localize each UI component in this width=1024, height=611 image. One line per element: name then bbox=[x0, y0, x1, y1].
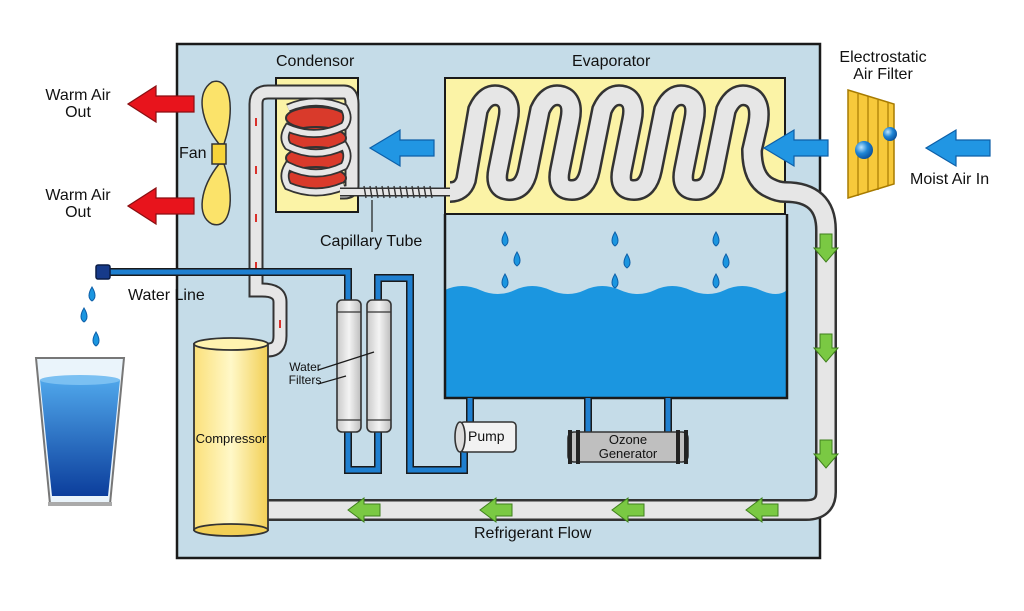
capillary-tube-label: Capillary Tube bbox=[320, 233, 423, 250]
air-filter-label-line2: Air Filter bbox=[853, 65, 913, 83]
moist-air-in-label: Moist Air In bbox=[910, 171, 990, 188]
air-filter-label-line1: Electrostatic bbox=[839, 49, 927, 66]
water-filters bbox=[317, 299, 392, 433]
ozone-generator-label: Ozone Generator bbox=[584, 433, 672, 460]
air-filter-label: Electrostatic Air Filter bbox=[828, 49, 938, 84]
water-filters-label-line1: Water bbox=[289, 360, 321, 374]
capillary-tube bbox=[340, 185, 450, 232]
air-arrow-to-condensor bbox=[368, 128, 435, 168]
pump bbox=[454, 421, 517, 453]
water-tank bbox=[443, 214, 789, 400]
condensor-label: Condensor bbox=[276, 53, 355, 70]
evaporator-label: Evaporator bbox=[572, 53, 651, 70]
warm-air-out-bottom-line1: Warm Air bbox=[45, 187, 111, 204]
ozone-generator bbox=[567, 430, 689, 464]
air-flow-arrows bbox=[368, 128, 991, 168]
pump-label: Pump bbox=[468, 428, 505, 444]
refrigerant-flow-arrows bbox=[347, 233, 840, 523]
water-filters-label-line2: Filters bbox=[288, 372, 322, 387]
air-arrow-to-evaporator bbox=[762, 128, 829, 168]
water-line-nozzle bbox=[95, 264, 111, 280]
evaporator-coil bbox=[449, 84, 786, 203]
electrostatic-air-filter bbox=[847, 88, 897, 200]
refrigerant-flow-label: Refrigerant Flow bbox=[474, 525, 592, 542]
fan bbox=[201, 80, 231, 226]
fan-label: Fan bbox=[179, 145, 207, 162]
warm-air-out-top-line2: Out bbox=[65, 103, 91, 121]
water-droplets-tank bbox=[501, 231, 730, 289]
water-filters-label: Water Filters bbox=[282, 361, 328, 386]
moist-air-in-arrow bbox=[924, 128, 991, 168]
water-line bbox=[95, 264, 672, 474]
water-line-label: Water Line bbox=[128, 287, 205, 304]
warm-air-arrow-bottom bbox=[126, 186, 195, 226]
water-droplets-glass bbox=[80, 286, 100, 347]
compressor-label: Compressor bbox=[195, 431, 267, 446]
condensor-coil bbox=[280, 97, 352, 197]
warm-air-arrows bbox=[126, 84, 195, 226]
ozone-label-line2: Generator bbox=[598, 445, 658, 461]
warm-air-out-label-bottom: Warm Air Out bbox=[30, 187, 126, 222]
warm-air-out-label-top: Warm Air Out bbox=[30, 87, 126, 122]
water-glass bbox=[34, 357, 126, 506]
warm-air-out-bottom-line2: Out bbox=[65, 203, 91, 221]
warm-air-arrow-top bbox=[126, 84, 195, 124]
warm-air-out-top-line1: Warm Air bbox=[45, 87, 111, 104]
compressor bbox=[193, 337, 269, 537]
ozone-label-line1: Ozone bbox=[608, 432, 648, 447]
